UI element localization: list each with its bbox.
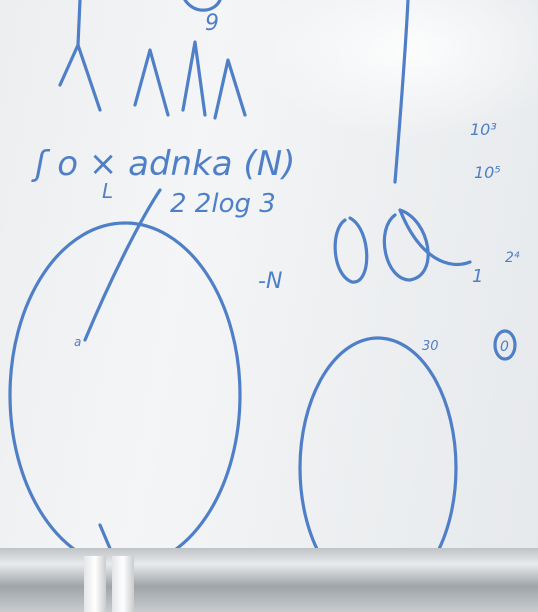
label-pow-top: 10³ [470, 120, 497, 139]
label-one: 1 [472, 266, 483, 287]
tray-post-left [84, 556, 106, 612]
tray-post-right [112, 556, 134, 612]
label-thirty: 30 [422, 339, 439, 354]
dot-right-2 [402, 439, 407, 444]
label-two-pow: 2⁴ [505, 250, 520, 266]
tree-branch-4 [213, 58, 247, 120]
dot-right-3 [401, 527, 406, 532]
circled-mark [493, 329, 517, 361]
light-glare [250, 0, 538, 140]
center-dot-left [142, 331, 148, 337]
divider-line [393, 0, 410, 184]
label-circled-zero: 0 [500, 339, 509, 355]
tree-branch-1 [58, 43, 102, 112]
dot-small [304, 328, 307, 331]
dot-right-1 [375, 413, 380, 418]
tree-stem-top [76, 0, 82, 47]
tree-branch-3 [181, 40, 207, 117]
label-l: L [102, 179, 113, 203]
left-circle [8, 221, 242, 569]
radius-line [83, 188, 162, 342]
label-pow-bottom: 10⁵ [474, 163, 501, 182]
label-2log3: 2 2log 3 [170, 189, 276, 219]
label-minus-n: -N [258, 269, 282, 294]
marker-tray [0, 548, 538, 612]
tree-stem-top-2 [183, 0, 222, 12]
label-node-row: ʃ o ⨯ adnka (N) [31, 144, 295, 184]
loop-2 [382, 208, 472, 282]
label-tiny-a: a [74, 335, 81, 349]
tree-branch-2 [133, 48, 170, 117]
loop-1 [333, 216, 369, 284]
label-top-9: 9 [205, 11, 219, 36]
dot-right-4 [350, 458, 354, 462]
